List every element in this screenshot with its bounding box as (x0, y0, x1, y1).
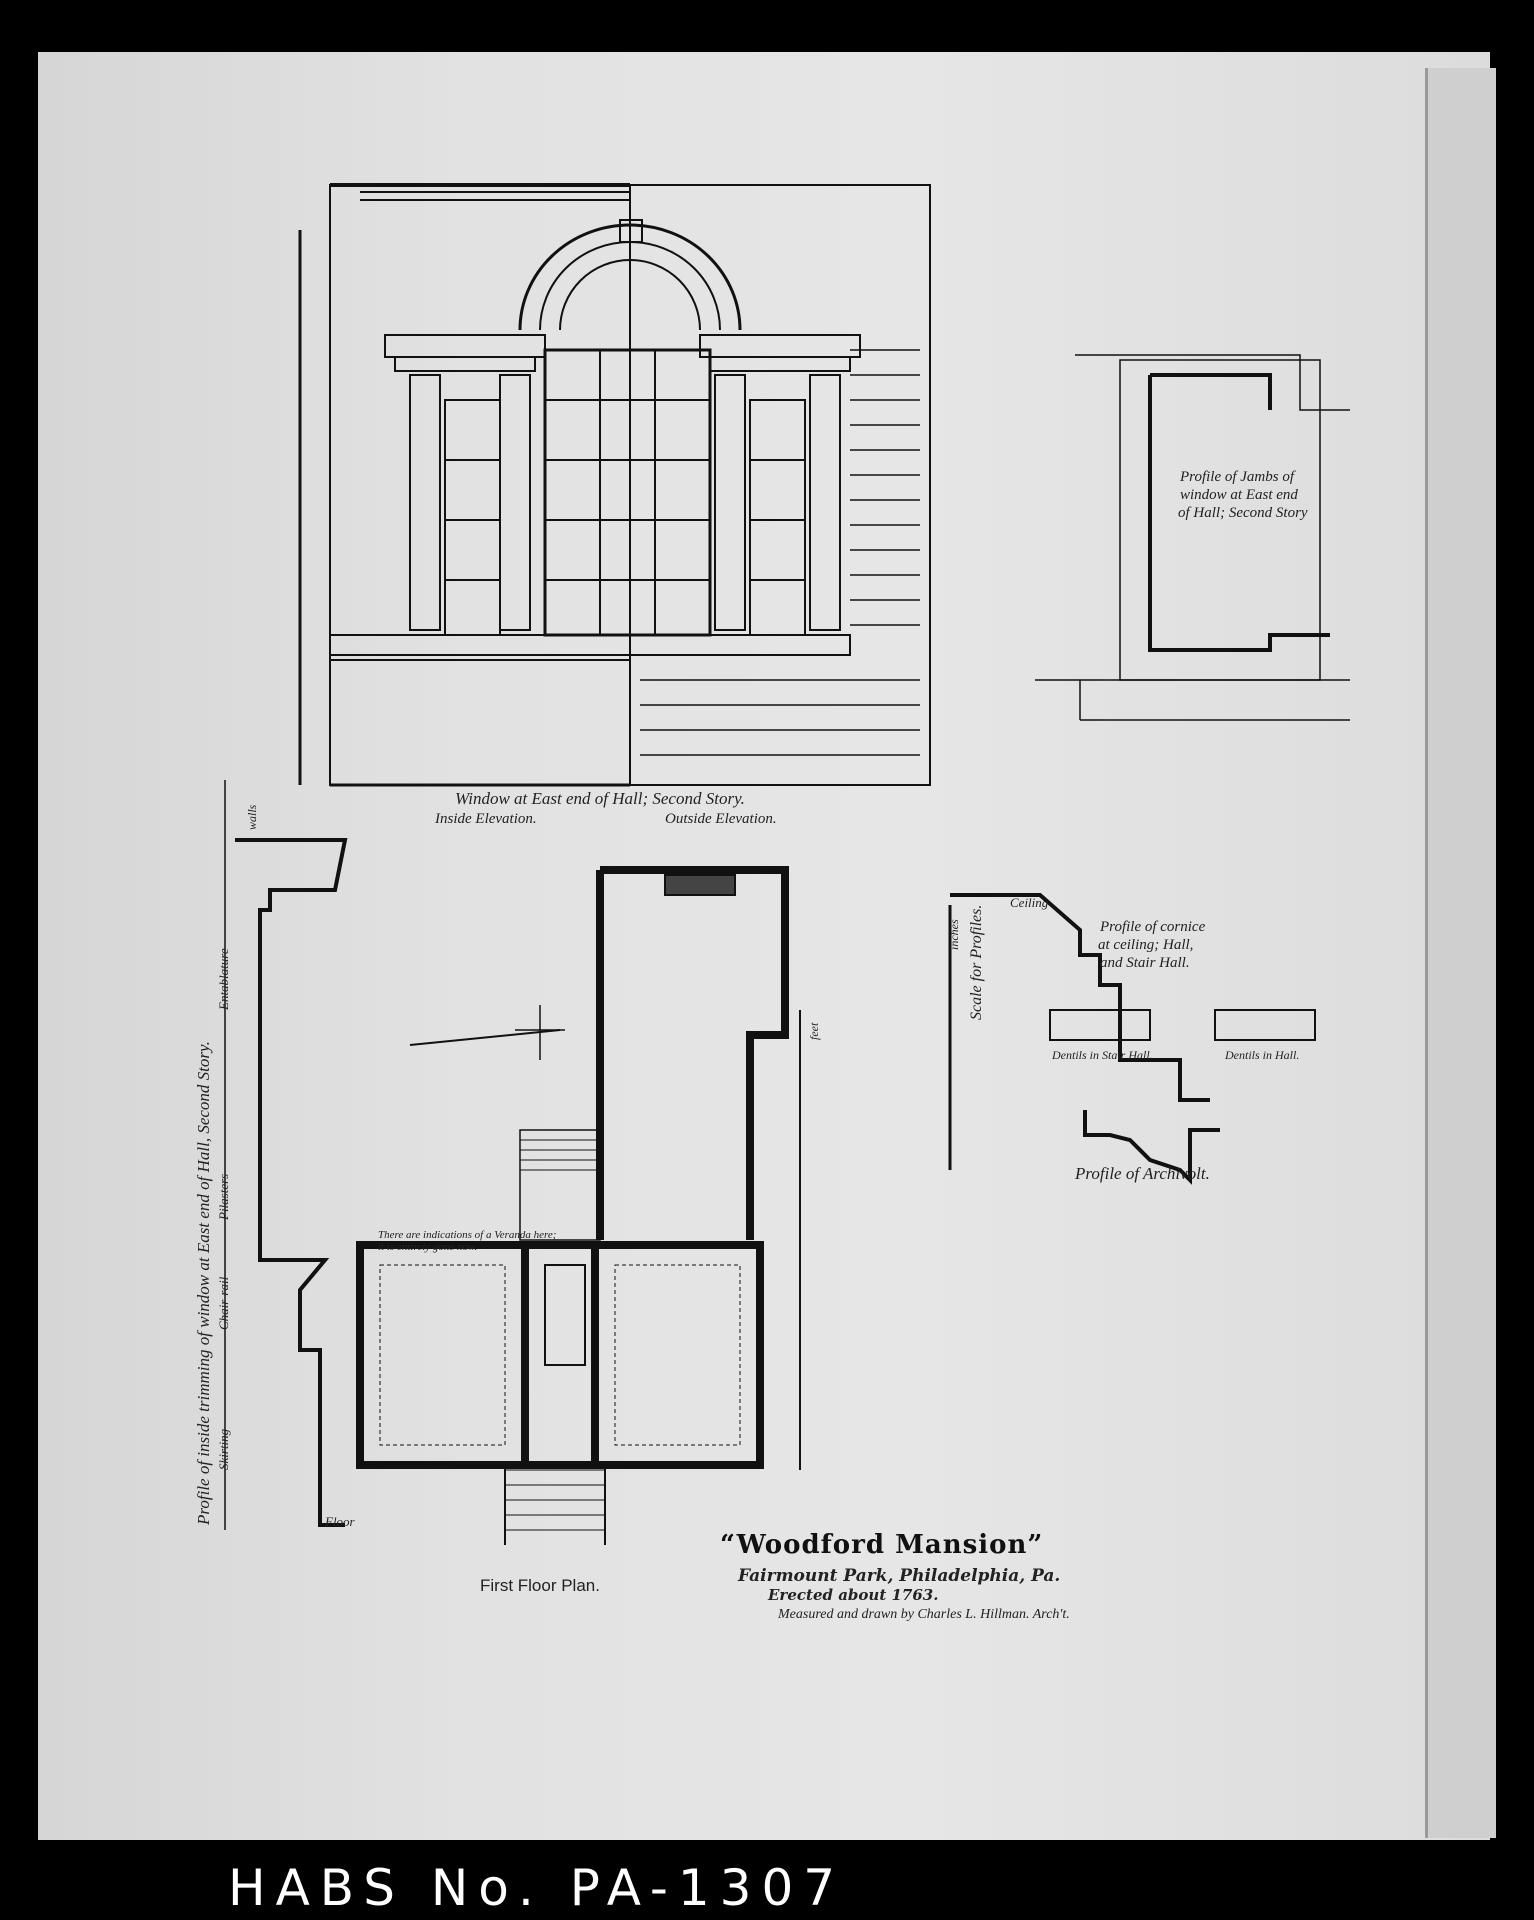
erected-date: Erected about 1763. (768, 1586, 939, 1604)
first-floor-plan-label: First Floor Plan. (480, 1576, 600, 1595)
window-elevation (298, 183, 931, 787)
dentils-stair-label: Dentils in Stair Hall. (1052, 1048, 1153, 1062)
jamb-profile (1035, 354, 1350, 721)
chair-rail-label: Chair-rail (216, 1276, 231, 1330)
title: “Woodford Mansion” (720, 1530, 1044, 1560)
floor-label: Floor (325, 1514, 355, 1529)
ceiling-label: Ceiling (1010, 895, 1049, 910)
inside-elevation-label: Inside Elevation. (435, 811, 537, 827)
cornice-label-line-2: at ceiling; Hall, (1098, 937, 1194, 953)
sheet-edge-strip (1425, 68, 1496, 1838)
credit: Measured and drawn by Charles L. Hillman… (778, 1607, 1070, 1622)
outside-elevation-label: Outside Elevation. (665, 811, 777, 827)
cornice-profile (948, 893, 1316, 1185)
jamb-label-line-2: window at East end (1180, 487, 1298, 503)
walls-label: walls (245, 804, 259, 830)
cornice-label-line-1: Profile of cornice (1100, 919, 1206, 935)
inches-label: inches (947, 919, 961, 950)
trim-profile (224, 780, 348, 1530)
pilasters-label: Pilasters (216, 1173, 231, 1220)
jamb-label-line-1: Profile of Jambs of (1180, 469, 1295, 485)
skirting-label: Skirting (216, 1428, 231, 1470)
window-caption: Window at East end of Hall; Second Story… (455, 789, 745, 808)
location: Fairmount Park, Philadelphia, Pa. (738, 1566, 1061, 1586)
jamb-label-line-3: of Hall; Second Story (1178, 505, 1308, 521)
entablature-label: Entablature (216, 948, 231, 1010)
drawing-sheet (38, 52, 1490, 1840)
archivolt-label: Profile of Archivolt. (1075, 1164, 1210, 1183)
cornice-label-line-3: and Stair Hall. (1100, 955, 1190, 971)
floor-plan (356, 866, 801, 1545)
feet-label: feet (807, 1022, 821, 1040)
veranda-note-line-1: There are indications of a Veranda here; (378, 1229, 557, 1241)
veranda-note-line-2: it is entirely gone now. (378, 1241, 478, 1253)
scale-profiles-label: Scale for Profiles. (968, 904, 985, 1020)
trim-profile-label: Profile of inside trimming of window at … (194, 1041, 213, 1525)
habs-number: HABS No. PA-1307 (228, 1859, 846, 1917)
dentils-hall-label: Dentils in Hall. (1225, 1048, 1300, 1062)
